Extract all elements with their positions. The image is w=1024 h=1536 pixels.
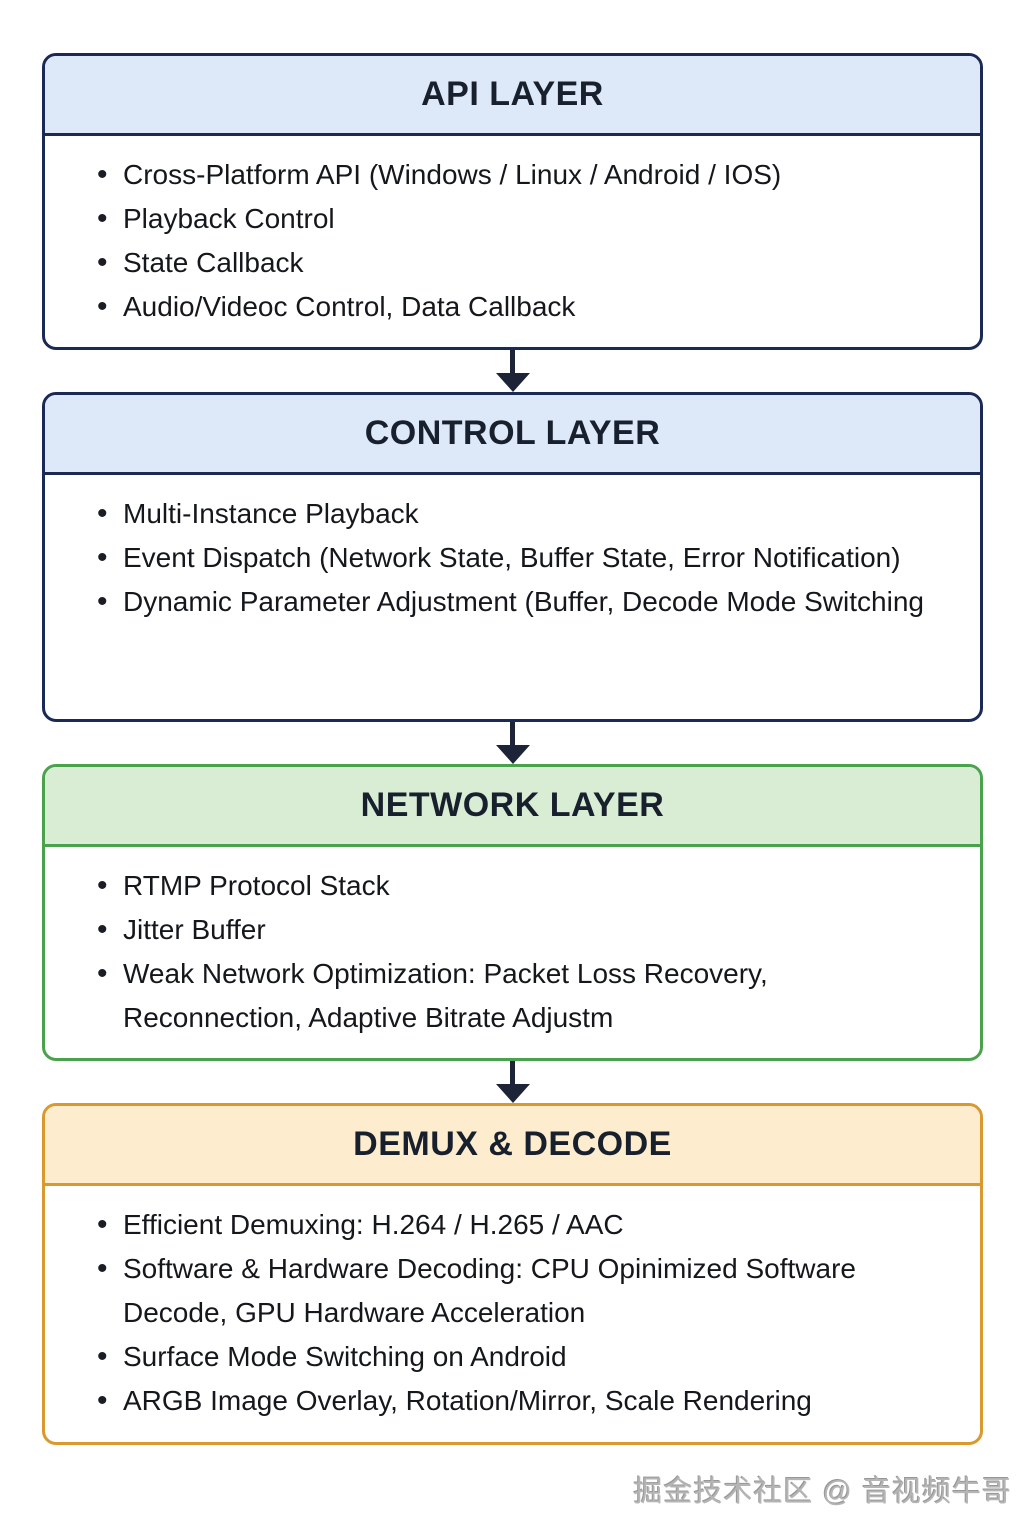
bullet-item: Software & Hardware Decoding: CPU Opinim… — [97, 1247, 942, 1335]
arrow-stem — [510, 350, 515, 373]
layer-title: API LAYER — [421, 75, 604, 113]
layer-header: API LAYER — [45, 56, 980, 136]
flow-arrow-down-icon — [42, 722, 983, 764]
arrow-head — [495, 745, 530, 764]
layer-title: DEMUX & DECODE — [353, 1125, 672, 1163]
bullet-item: Event Dispatch (Network State, Buffer St… — [97, 536, 942, 580]
layer-item-list: Efficient Demuxing: H.264 / H.265 / AACS… — [45, 1186, 980, 1441]
bullet-item: Audio/Videoc Control, Data Callback — [97, 285, 942, 329]
watermark-text: 掘金技术社区 @ 音视频牛哥 — [633, 1476, 1012, 1508]
layer-box-network-layer: NETWORK LAYER RTMP Protocol StackJitter … — [42, 764, 983, 1061]
layer-header: DEMUX & DECODE — [45, 1106, 980, 1186]
layer-item-list: Multi-Instance PlaybackEvent Dispatch (N… — [45, 475, 980, 642]
bullet-item: Weak Network Optimization: Packet Loss R… — [97, 952, 942, 1040]
arrow-stem — [510, 722, 515, 745]
bullet-item: ARGB Image Overlay, Rotation/Mirror, Sca… — [97, 1379, 942, 1423]
arrow-head — [495, 1084, 530, 1103]
layer-title: CONTROL LAYER — [364, 414, 661, 452]
bullet-item: RTMP Protocol Stack — [97, 864, 942, 908]
bullet-item: Multi-Instance Playback — [97, 492, 942, 536]
architecture-diagram: API LAYER Cross-Platform API (Windows / … — [42, 53, 983, 1445]
bullet-item: Efficient Demuxing: H.264 / H.265 / AAC — [97, 1203, 942, 1247]
layer-box-control-layer: CONTROL LAYER Multi-Instance PlaybackEve… — [42, 392, 983, 722]
bullet-item: Cross-Platform API (Windows / Linux / An… — [97, 153, 942, 197]
layer-header: NETWORK LAYER — [45, 767, 980, 847]
layer-title: NETWORK LAYER — [360, 786, 665, 824]
flow-arrow-down-icon — [42, 1061, 983, 1103]
layer-item-list: RTMP Protocol StackJitter BufferWeak Net… — [45, 847, 980, 1058]
bullet-item: State Callback — [97, 241, 942, 285]
flow-arrow-down-icon — [42, 350, 983, 392]
layer-header: CONTROL LAYER — [45, 395, 980, 475]
bullet-item: Surface Mode Switching on Android — [97, 1335, 942, 1379]
layer-item-list: Cross-Platform API (Windows / Linux / An… — [45, 136, 980, 347]
arrow-stem — [510, 1061, 515, 1084]
bullet-item: Dynamic Parameter Adjustment (Buffer, De… — [97, 580, 942, 624]
layer-box-demux-decode: DEMUX & DECODE Efficient Demuxing: H.264… — [42, 1103, 983, 1445]
arrow-head — [495, 373, 530, 392]
layer-box-api-layer: API LAYER Cross-Platform API (Windows / … — [42, 53, 983, 350]
bullet-item: Jitter Buffer — [97, 908, 942, 952]
bullet-item: Playback Control — [97, 197, 942, 241]
